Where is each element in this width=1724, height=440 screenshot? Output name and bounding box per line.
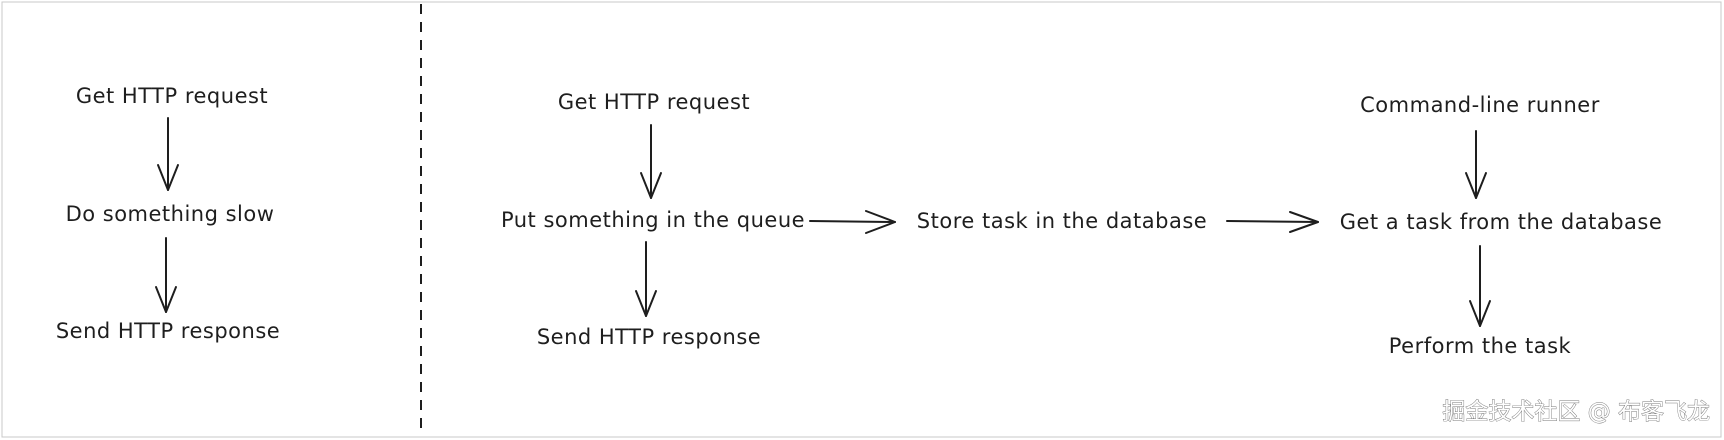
arrow-store-to-get-task: [1226, 211, 1319, 233]
node-right-get-http-request: Get HTTP request: [558, 90, 750, 114]
node-command-line-runner: Command-line runner: [1360, 93, 1600, 117]
arrow-queue-to-store: [809, 210, 896, 234]
node-right-send-http-response: Send HTTP response: [537, 325, 761, 349]
node-perform-task: Perform the task: [1389, 334, 1572, 358]
node-left-do-something-slow: Do something slow: [66, 202, 275, 226]
node-put-in-queue: Put something in the queue: [501, 208, 805, 232]
right-panel: Get HTTP request Put something in the qu…: [501, 90, 1662, 358]
node-store-task: Store task in the database: [917, 209, 1207, 233]
arrow-left-request-to-slow: [157, 117, 179, 191]
node-left-send-http-response: Send HTTP response: [56, 319, 280, 343]
node-get-task-from-db: Get a task from the database: [1340, 210, 1663, 234]
node-left-get-http-request: Get HTTP request: [76, 84, 268, 108]
arrow-queue-to-response: [635, 241, 657, 317]
arrow-left-slow-to-response: [155, 237, 177, 313]
arrow-runner-to-get-task: [1465, 130, 1487, 199]
arrow-request-to-queue: [640, 124, 662, 199]
left-panel: Get HTTP request Do something slow Send …: [56, 84, 280, 343]
arrow-get-task-to-perform: [1469, 245, 1491, 327]
watermark: 掘金技术社区 @ 布客飞龙: [1442, 399, 1710, 425]
